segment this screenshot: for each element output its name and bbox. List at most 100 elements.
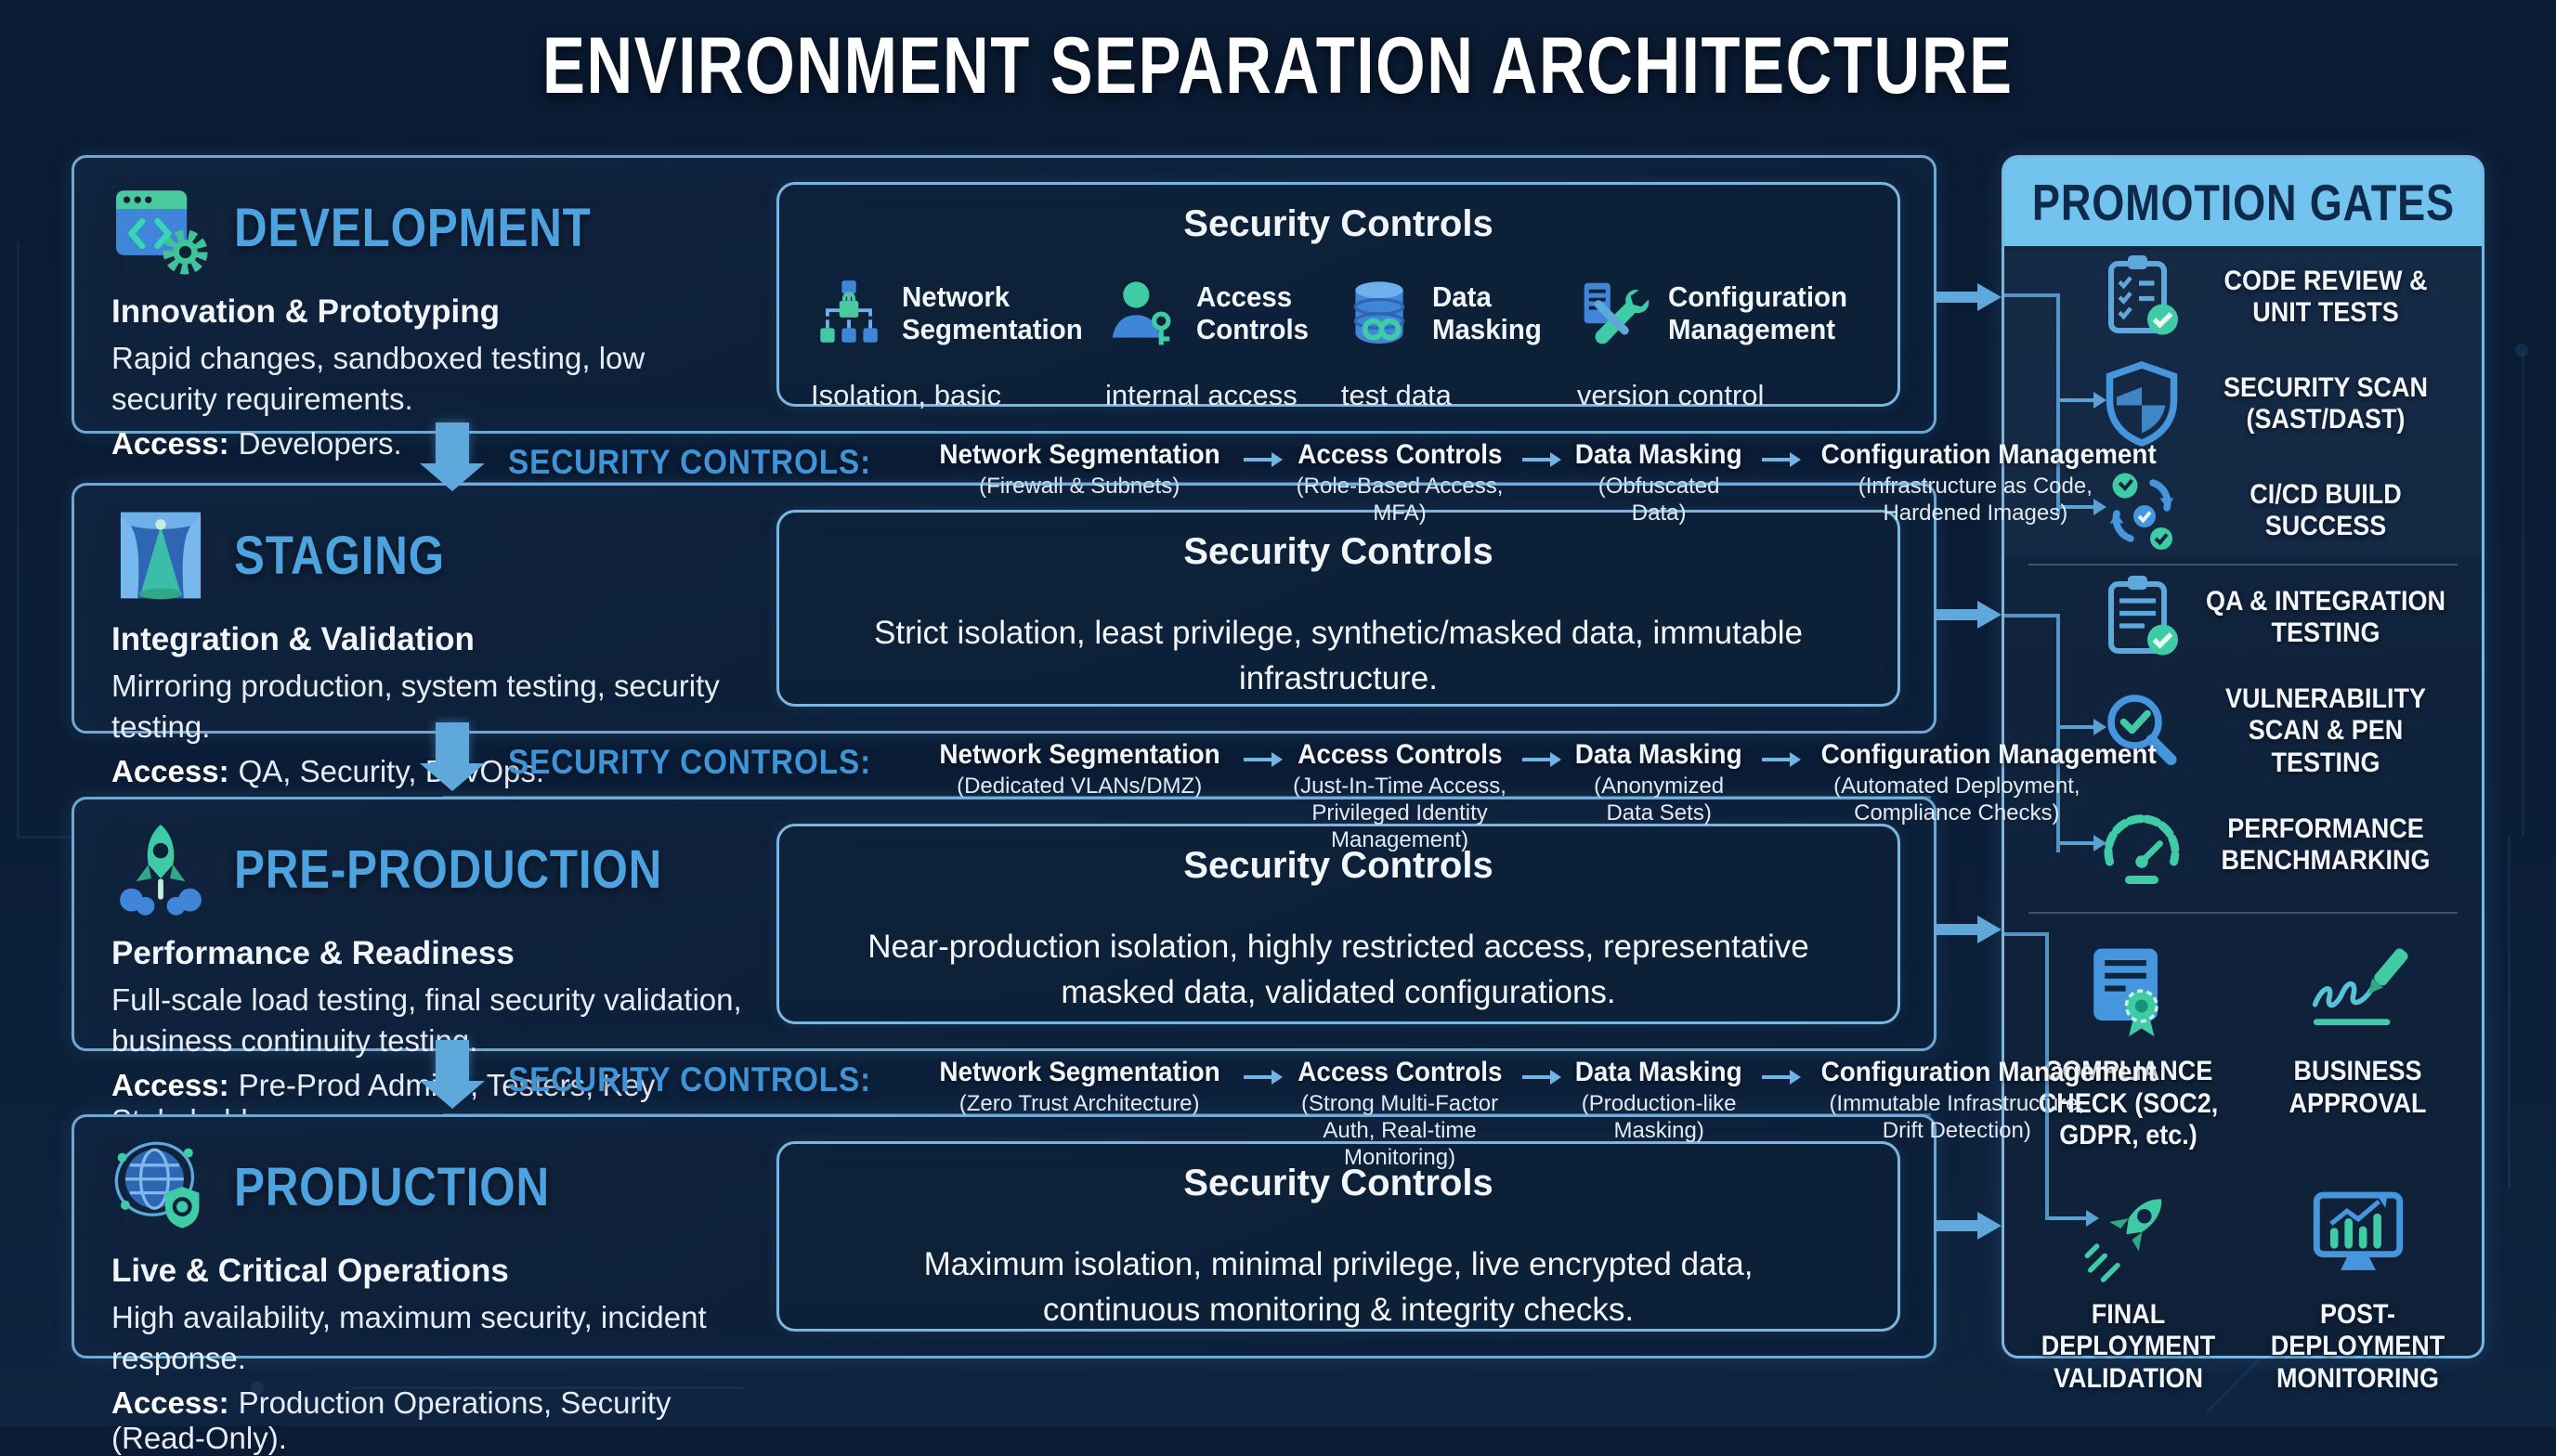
security-controls-text: Near-production isolation, highly restri… bbox=[867, 929, 1809, 1010]
promotion-arrow-development bbox=[1937, 283, 2002, 311]
circuit-trace bbox=[2522, 353, 2524, 836]
gate-group-divider bbox=[2028, 912, 2458, 914]
circuit-node bbox=[251, 1382, 264, 1395]
gate-item: CODE REVIEW & UNIT TESTS bbox=[2004, 251, 2482, 344]
rocket-launch-icon bbox=[111, 820, 210, 918]
gate-connector-arrow bbox=[2060, 719, 2106, 735]
control-item: Network Segmentation Isolation, basic bbox=[811, 269, 1105, 412]
transition-step: Configuration Management(Infrastructure … bbox=[1820, 439, 2157, 526]
security-controls-transition: SECURITY CONTROLS: Network Segmentation(… bbox=[72, 722, 2157, 852]
gate-connector-arrow bbox=[2060, 499, 2106, 515]
configuration-management-icon bbox=[1577, 276, 1653, 352]
gate-label: CI/CD BUILD SUCCESS bbox=[2250, 478, 2402, 542]
security-controls-transition: SECURITY CONTROLS: Network Segmentation(… bbox=[72, 422, 2157, 526]
development-security-controls-box: Security Controls Network Segmentation I… bbox=[776, 182, 1900, 411]
environment-description: Full-scale load testing, final security … bbox=[111, 982, 742, 1058]
access-label: Access: bbox=[111, 1068, 229, 1103]
right-arrow-icon bbox=[1761, 752, 1801, 767]
transition-label: SECURITY CONTROLS: bbox=[508, 743, 872, 781]
control-label: Configuration Management bbox=[1667, 280, 1847, 345]
cicd-pipeline-icon bbox=[2097, 466, 2186, 555]
environment-description: Rapid changes, sandboxed testing, low se… bbox=[111, 341, 646, 416]
promotion-gates-title: PROMOTION GATES bbox=[2031, 173, 2455, 231]
pre-production-security-controls-box: Security Controls Near-production isolat… bbox=[776, 824, 1900, 1024]
gate-label: SECURITY SCAN (SAST/DAST) bbox=[2223, 371, 2429, 436]
environment-subtitle: Live & Critical Operations bbox=[111, 1253, 509, 1289]
control-detail: internal access bbox=[1104, 379, 1298, 411]
security-controls-transition: SECURITY CONTROLS: Network Segmentation(… bbox=[72, 1040, 2157, 1170]
down-arrow-icon bbox=[420, 422, 485, 491]
gate-item: BUSINESS APPROVAL bbox=[2243, 941, 2472, 1152]
data-masking-icon bbox=[1341, 276, 1417, 352]
staging-security-controls-box: Security Controls Strict isolation, leas… bbox=[776, 510, 1900, 707]
environment-access: Access:Production Operations, Security (… bbox=[111, 1385, 752, 1456]
control-label: Network Segmentation bbox=[902, 280, 1083, 345]
transition-step: Configuration Management(Automated Deplo… bbox=[1820, 739, 2157, 826]
gate-group-production: COMPLIANCE CHECK (SOC2, GDPR, etc.) BUSI… bbox=[2004, 924, 2482, 1394]
security-controls-title: Security Controls bbox=[1183, 531, 1493, 572]
right-arrow-icon bbox=[1243, 1070, 1283, 1085]
access-label: Access: bbox=[111, 754, 229, 789]
control-item: Configuration Management version control bbox=[1577, 269, 1870, 412]
transition-label: SECURITY CONTROLS: bbox=[508, 1060, 872, 1098]
environment-description: Mirroring production, system testing, se… bbox=[111, 669, 720, 744]
gate-connector bbox=[2004, 293, 2056, 297]
gate-connector bbox=[2045, 932, 2049, 1220]
circuit-trace bbox=[2508, 836, 2510, 1189]
environment-title: STAGING bbox=[234, 525, 445, 586]
signature-icon bbox=[2307, 941, 2409, 1043]
globe-shield-icon bbox=[111, 1138, 210, 1236]
control-detail: Isolation, basic bbox=[811, 379, 1002, 411]
gate-item: QA & INTEGRATION TESTING bbox=[2004, 571, 2482, 664]
promotion-arrow-production bbox=[1937, 1212, 2002, 1240]
certificate-icon bbox=[2078, 941, 2180, 1043]
access-label: Access: bbox=[111, 426, 229, 462]
production-security-controls-box: Security Controls Maximum isolation, min… bbox=[776, 1141, 1900, 1332]
transition-step: Network Segmentation(Firewall & Subnets) bbox=[939, 439, 1220, 499]
gate-label: BUSINESS APPROVAL bbox=[2289, 1056, 2427, 1119]
gate-group-staging: QA & INTEGRATION TESTING VULNERABILITY S… bbox=[2004, 571, 2482, 891]
gate-connector-arrow bbox=[2049, 1210, 2099, 1227]
access-value: Developers. bbox=[238, 426, 402, 462]
environment-title: DEVELOPMENT bbox=[234, 197, 592, 258]
page-title: ENVIRONMENT SEPARATION ARCHITECTURE bbox=[542, 21, 2014, 110]
right-arrow-icon bbox=[1761, 1070, 1801, 1085]
control-item: Access Controls internal access bbox=[1105, 269, 1341, 412]
clipboard-check-icon bbox=[2097, 253, 2186, 342]
gate-item: SECURITY SCAN (SAST/DAST) bbox=[2004, 358, 2482, 450]
right-arrow-icon bbox=[1522, 752, 1562, 767]
network-segmentation-icon bbox=[811, 276, 887, 352]
transition-step: Network Segmentation(Zero Trust Architec… bbox=[939, 1057, 1220, 1116]
staging-info: STAGING Integration & Validation Mirrori… bbox=[111, 506, 752, 789]
gate-item: POST-DEPLOYMENT MONITORING bbox=[2243, 1184, 2472, 1396]
transition-step: Access Controls(Just-In-Time Access, Pri… bbox=[1293, 739, 1506, 852]
gate-label: VULNERABILITY SCAN & PEN TESTING bbox=[2225, 682, 2426, 778]
gate-item: PERFORMANCE BENCHMARKING bbox=[2004, 799, 2482, 891]
promotion-arrow-staging bbox=[1937, 601, 2002, 629]
gate-connector-arrow bbox=[2060, 835, 2106, 852]
environment-title: PRODUCTION bbox=[234, 1156, 550, 1217]
security-controls-grid: Network Segmentation Isolation, basic Ac… bbox=[811, 269, 1870, 412]
down-arrow-icon bbox=[420, 1040, 485, 1109]
transition-step: Access Controls(Role-Based Access, MFA) bbox=[1296, 439, 1504, 526]
security-controls-title: Security Controls bbox=[1183, 1163, 1493, 1203]
promotion-gates-panel: PROMOTION GATES CODE REVIEW & UNIT TESTS… bbox=[2002, 155, 2484, 1394]
gate-label: COMPLIANCE CHECK (SOC2, GDPR, etc.) bbox=[2038, 1056, 2219, 1150]
development-info: DEVELOPMENT Innovation & Prototyping Rap… bbox=[111, 178, 752, 462]
gate-connector bbox=[2004, 614, 2056, 618]
transition-step: Network Segmentation(Dedicated VLANs/DMZ… bbox=[939, 739, 1220, 799]
transition-step: Configuration Management(Immutable Infra… bbox=[1820, 1057, 2157, 1143]
rocket-icon bbox=[2078, 1184, 2180, 1286]
gate-label: PERFORMANCE BENCHMARKING bbox=[2221, 812, 2431, 877]
circuit-node bbox=[2515, 344, 2528, 357]
security-controls-text: Strict isolation, least privilege, synth… bbox=[874, 615, 1803, 696]
access-label: Access: bbox=[111, 1385, 229, 1421]
production-environment-box: PRODUCTION Live & Critical Operations Hi… bbox=[72, 1114, 1937, 1455]
right-arrow-icon bbox=[1243, 452, 1283, 467]
environment-access: Access:Developers. bbox=[111, 426, 752, 462]
staging-environment-box: STAGING Integration & Validation Mirrori… bbox=[72, 483, 1937, 788]
gate-item: CI/CD BUILD SUCCESS bbox=[2004, 464, 2482, 557]
security-controls-title: Security Controls bbox=[1183, 203, 1493, 244]
gate-connector bbox=[2056, 293, 2060, 514]
gate-item: VULNERABILITY SCAN & PEN TESTING bbox=[2004, 682, 2482, 778]
